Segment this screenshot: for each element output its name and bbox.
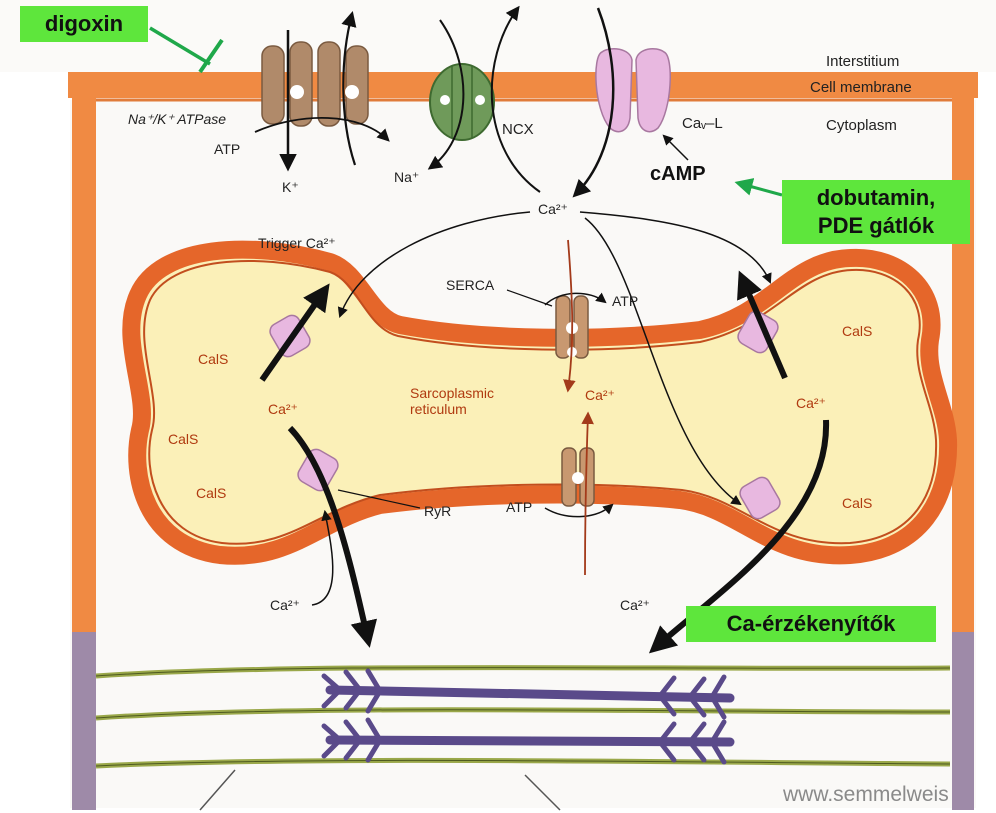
cals-label-4: CalS	[842, 323, 872, 339]
atp-serca-label: ATP	[612, 293, 638, 309]
cals-label-1: CalS	[198, 351, 228, 367]
camp-label: cAMP	[650, 163, 706, 185]
trigger-ca-arrow-left	[337, 211, 531, 318]
ryr-label: RyR	[424, 503, 451, 519]
ca-release-arrow-to-myofilament-right	[648, 419, 830, 654]
pde-inhibitors-label: PDE gátlók	[817, 213, 935, 238]
dobutamin-label: dobutamin,	[816, 185, 936, 210]
ca-sr-center-label: Ca²⁺	[585, 387, 615, 403]
ca-release-arrow-to-myofilament-left	[287, 425, 378, 648]
dobutamin-pde-box: dobutamin, PDE gátlók	[782, 180, 970, 244]
na-k-atpase-pump	[261, 41, 369, 127]
l-type-ca-influx-arrow	[572, 7, 615, 198]
digoxin-label: digoxin	[44, 11, 124, 36]
ca-sr-right-label: Ca²⁺	[796, 395, 826, 411]
serca-pointer-line	[506, 289, 553, 307]
atp-pump-label: ATP	[214, 141, 240, 157]
ncx-na-arrow	[427, 19, 465, 170]
trigger-ca-arrow-lower-right	[584, 217, 742, 506]
trigger-ca-label: Trigger Ca²⁺	[258, 235, 336, 251]
serca-label: SERCA	[446, 277, 495, 293]
sr-label-line1: Sarcoplasmic	[410, 385, 494, 401]
ca-sensitizers-box: Ca-érzékenyítők	[686, 606, 936, 642]
atp-bottom-label: ATP	[506, 499, 532, 515]
k-ion-label: K⁺	[282, 179, 299, 195]
cell-wall-left	[72, 72, 96, 632]
ncx-exchanger	[429, 63, 495, 141]
ca-sr-left-label: Ca²⁺	[268, 401, 298, 417]
ca-release-arrow-top-right	[737, 270, 788, 380]
serca-atp-arrow-bottom	[544, 503, 614, 518]
digoxin-inhibition-bar	[198, 38, 224, 74]
cell-wall-right	[952, 72, 974, 632]
camp-to-channel-arrow	[662, 134, 689, 161]
serca-pump-top	[555, 295, 589, 359]
na-k-atpase-label: Na⁺/K⁺ ATPase	[128, 111, 226, 127]
trigger-ca-arrow-right	[579, 211, 772, 284]
cell-membrane-label: Cell membrane	[810, 79, 912, 96]
digoxin-inhibition-line	[149, 26, 211, 66]
serca-uptake-arrow	[563, 239, 576, 393]
sr-label-line2: reticulum	[410, 401, 467, 417]
ca-release-arrow-top-left	[259, 283, 330, 382]
cell-wall-right-lower	[952, 632, 974, 810]
interstitium-label: Interstitium	[826, 53, 899, 70]
myofilaments	[95, 665, 951, 769]
cell-membrane-band	[68, 72, 978, 98]
ncx-label: NCX	[502, 121, 534, 138]
ca-bottom-left-label: Ca²⁺	[270, 597, 300, 613]
cav-l-label: Caᵥ–L	[682, 115, 723, 132]
cals-label-3: CalS	[196, 485, 226, 501]
cals-label-2: CalS	[168, 431, 198, 447]
sarcoplasmic-reticulum-inner-edge	[143, 260, 938, 545]
dobutamin-to-camp-arrow	[734, 178, 783, 197]
cytoplasm-label: Cytoplasm	[826, 117, 897, 134]
ttubule-line-1	[199, 769, 236, 811]
ca-sensitizers-label: Ca-érzékenyítők	[726, 611, 896, 636]
cell-wall-left-lower	[72, 632, 96, 810]
na-ion-label: Na⁺	[394, 169, 419, 185]
digoxin-box: digoxin	[20, 6, 148, 42]
watermark-url: www.semmelweis	[783, 783, 949, 806]
ncx-ca-arrow	[490, 5, 541, 193]
ca-entry-arrow-bottom-left	[311, 509, 334, 606]
ryr-pointer-line	[337, 489, 421, 509]
ryr-channel-bottom-right	[739, 476, 781, 520]
serca-atp-arrow-top	[544, 292, 607, 306]
ca-bottom-right-label: Ca²⁺	[620, 597, 650, 613]
cals-label-5: CalS	[842, 495, 872, 511]
ttubule-line-2	[524, 774, 561, 811]
na-ion-arrow-up	[341, 11, 357, 166]
atp-pump-arrow	[254, 116, 390, 142]
ca-center-label: Ca²⁺	[538, 201, 568, 217]
serca-uptake-arrow-bottom	[581, 411, 594, 576]
